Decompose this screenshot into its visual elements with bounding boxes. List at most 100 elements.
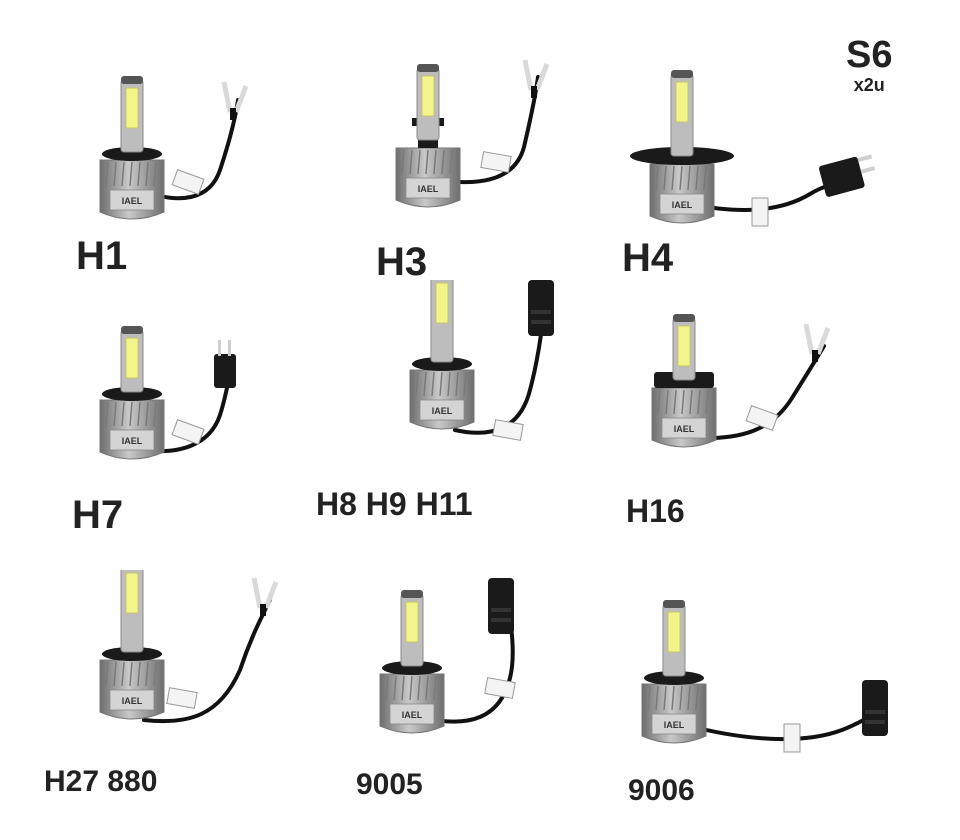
led-chip	[667, 611, 681, 653]
heatsink-fin	[647, 685, 651, 711]
heatsink-fin	[455, 371, 459, 397]
plug-body	[214, 354, 236, 388]
label-h4: H4	[622, 236, 674, 280]
bulb-h3: IAEL	[395, 59, 550, 208]
socket-body	[862, 680, 888, 736]
heatsink-fin	[671, 685, 675, 711]
quantity-label: x2u	[853, 75, 885, 95]
brand-text: IAEL	[672, 200, 693, 210]
bulb-9006: IAEL	[641, 600, 888, 753]
bulb-9005: IAEL	[379, 578, 516, 734]
heatsink-fin	[145, 661, 149, 687]
bulb-h16: IAEL	[651, 314, 831, 448]
plug-pin	[228, 340, 231, 356]
socket-rib	[531, 320, 551, 324]
wire-terminal	[522, 59, 534, 91]
cable-tag	[492, 419, 524, 441]
bulb-cap	[401, 590, 423, 598]
heatsink-fin	[425, 675, 429, 701]
heatsink-fin	[665, 389, 669, 415]
model-badge: S6 x2u	[846, 36, 892, 94]
bulb-h8-h9-h11: IAEL	[409, 280, 554, 441]
heatsink-fin	[671, 165, 675, 191]
plug-body	[819, 156, 865, 197]
bulb-h4: IAEL	[630, 70, 876, 227]
brand-text: IAEL	[122, 196, 143, 206]
cable-tag	[484, 677, 516, 699]
brand-text: IAEL	[418, 184, 439, 194]
spec-label	[659, 193, 705, 215]
heatsink-fin	[113, 401, 117, 427]
led-chip	[125, 572, 139, 614]
led-chip	[405, 601, 419, 643]
cable-tag	[171, 419, 205, 445]
label-h16: H16	[626, 493, 685, 529]
led-chip	[421, 75, 435, 117]
cable-tag	[480, 151, 512, 173]
bulb-base	[382, 661, 442, 675]
cable-tag	[783, 723, 801, 753]
spec-label	[419, 399, 465, 421]
label-h8-h9-h11: H8 H9 H11	[316, 486, 473, 522]
bulb-cap	[417, 64, 439, 72]
bulb-base	[412, 357, 472, 371]
heatsink-fin	[121, 661, 125, 687]
heatsink-fin	[705, 389, 709, 415]
bulb-cap	[121, 326, 143, 334]
heatsink-fin	[695, 685, 699, 711]
heatsink-fin	[657, 389, 661, 415]
heatsink-fin	[137, 401, 141, 427]
spec-label	[389, 703, 435, 725]
socket-rib	[865, 720, 885, 724]
heatsink-fin	[121, 161, 125, 187]
heatsink-fin	[663, 165, 667, 191]
heatsink-fin	[425, 149, 429, 175]
heatsink-fin	[105, 161, 109, 187]
heatsink-fin	[129, 661, 133, 687]
label-9006: 9006	[628, 774, 695, 807]
heatsink-fin	[393, 675, 397, 701]
heatsink-fin	[417, 149, 421, 175]
plug-pin	[857, 154, 873, 163]
spec-label	[109, 189, 155, 211]
socket-body	[488, 578, 514, 634]
socket-rib	[531, 310, 551, 314]
cable	[453, 326, 544, 435]
led-chip	[125, 337, 139, 379]
heatsink-fin	[121, 401, 125, 427]
heatsink-fin	[447, 371, 451, 397]
bulb-base	[644, 671, 704, 685]
heatsink-fin	[655, 165, 659, 191]
led-chip	[677, 325, 691, 367]
heatsink-fin	[417, 675, 421, 701]
heatsink-fin	[679, 685, 683, 711]
heatsink-fin	[401, 149, 405, 175]
cable	[138, 98, 240, 201]
socket-rib	[491, 618, 511, 622]
cable-tag	[751, 197, 769, 227]
bulb-h1: IAEL	[99, 76, 249, 220]
spec-label	[651, 713, 697, 735]
bulb-cap	[121, 76, 143, 84]
cable	[142, 598, 272, 724]
heatsink-fin	[655, 685, 659, 711]
heatsink-fin	[145, 401, 149, 427]
heatsink-fin	[129, 401, 133, 427]
spec-label	[109, 689, 155, 711]
bulb-cap	[663, 600, 685, 608]
brand-text: IAEL	[122, 436, 143, 446]
heatsink-fin	[401, 675, 405, 701]
label-9005: 9005	[356, 768, 423, 801]
bulb-base	[102, 387, 162, 401]
heatsink-fin	[463, 371, 467, 397]
heatsink-fin	[433, 675, 437, 701]
heatsink-fin	[113, 161, 117, 187]
cable	[684, 708, 882, 742]
bulb-h7: IAEL	[99, 326, 236, 460]
heatsink-fin	[423, 371, 427, 397]
brand-text: IAEL	[674, 424, 695, 434]
heatsink-fin	[113, 661, 117, 687]
bulb-cap	[671, 70, 693, 78]
heatsink-fin	[409, 149, 413, 175]
cable-tag	[166, 687, 198, 709]
